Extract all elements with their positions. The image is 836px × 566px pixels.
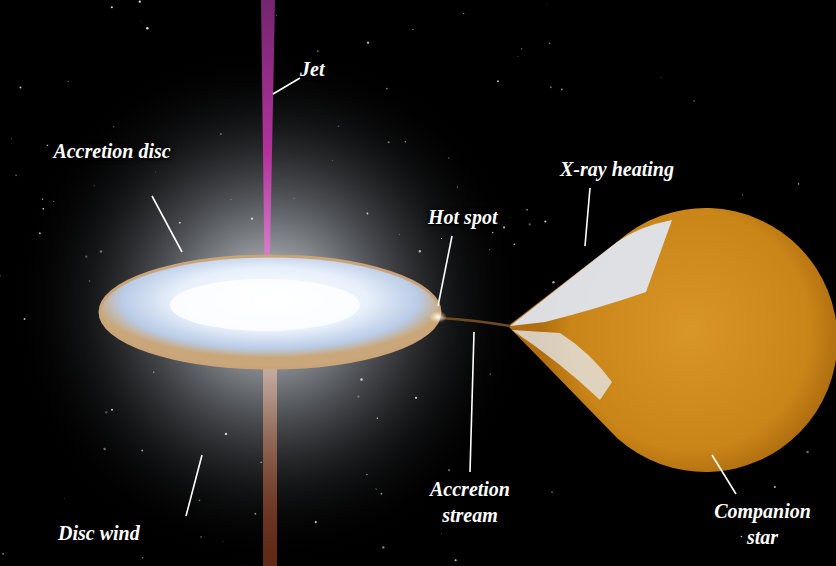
leader-line <box>470 332 474 472</box>
companion-star <box>508 208 836 472</box>
inner-disc <box>170 279 360 331</box>
background-star <box>455 559 457 561</box>
background-star <box>245 564 247 566</box>
accretion-disc <box>100 256 440 368</box>
background-star <box>47 144 49 146</box>
background-star <box>367 41 370 44</box>
background-star <box>275 15 277 17</box>
background-star <box>139 1 141 3</box>
background-star <box>546 3 548 5</box>
background-star <box>64 498 66 500</box>
background-star <box>517 55 519 57</box>
x-ray-heated-lower <box>512 330 612 400</box>
background-star <box>19 86 21 88</box>
background-star <box>549 42 551 44</box>
background-star <box>68 81 69 82</box>
background-star <box>742 194 743 195</box>
background-star <box>605 180 607 182</box>
background-star <box>11 138 12 139</box>
leader-line <box>186 455 202 516</box>
background-star <box>382 546 384 548</box>
background-star <box>412 29 413 30</box>
background-star <box>142 557 144 559</box>
background-star <box>0 275 1 277</box>
background-star <box>552 281 554 283</box>
background-star <box>15 174 17 176</box>
part-label: X-ray heating <box>560 156 674 182</box>
part-label: Hot spot <box>428 204 497 230</box>
background-star <box>798 183 800 185</box>
leader-line <box>152 196 182 252</box>
part-label: Disc wind <box>58 520 140 546</box>
background-star <box>550 86 552 88</box>
background-star <box>146 27 148 29</box>
background-star <box>140 20 142 22</box>
background-star <box>529 223 531 225</box>
x-ray-heated-face <box>510 220 672 326</box>
part-label: Companion star <box>700 498 825 550</box>
hot-spot <box>429 311 447 323</box>
leader-line <box>438 236 452 306</box>
leader-line <box>712 455 736 494</box>
background-star <box>741 536 742 537</box>
part-label: Accretion disc <box>52 138 172 164</box>
accretion-stream-line <box>440 318 510 326</box>
background-star <box>693 100 694 101</box>
background-star <box>544 220 546 222</box>
background-star <box>440 533 442 535</box>
background-star <box>561 89 563 91</box>
part-label: Accretion stream <box>400 476 540 528</box>
background-star <box>521 48 523 50</box>
background-star <box>660 77 661 78</box>
background-star <box>463 13 464 14</box>
leader-lines <box>152 78 736 516</box>
background-star <box>551 492 552 493</box>
background-star <box>774 486 776 488</box>
background-star <box>2 553 4 555</box>
background-star <box>497 80 499 82</box>
leader-line <box>585 188 590 246</box>
background-star <box>806 451 808 453</box>
background-star <box>111 6 113 8</box>
leader-line <box>273 78 300 94</box>
part-label: Jet <box>300 56 324 82</box>
background-star <box>526 209 527 210</box>
